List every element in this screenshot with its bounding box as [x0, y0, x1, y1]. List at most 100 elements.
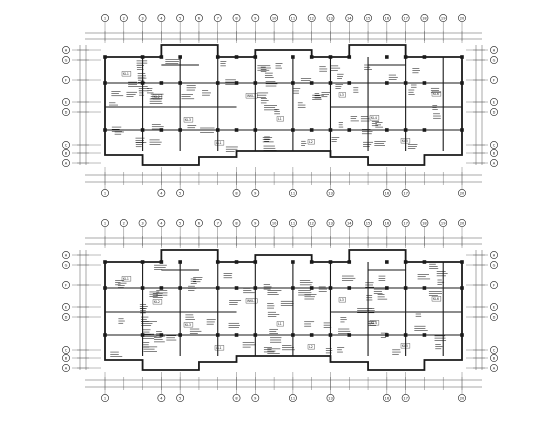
axis-label-left: E: [65, 306, 68, 310]
axis-bubble-top: [119, 219, 128, 227]
axis-label-right: F: [493, 284, 495, 288]
axis-label-left: H: [65, 254, 68, 258]
structural-column: [215, 81, 220, 85]
axis-label-top: 14: [347, 222, 352, 226]
structural-column: [385, 128, 389, 132]
axis-bubble-top: [232, 219, 241, 227]
axis-bubble-top: [458, 219, 466, 227]
axis-label-top: 19: [441, 222, 446, 226]
axis-label-left: A: [65, 162, 68, 166]
structural-column: [140, 286, 145, 290]
structural-column: [140, 260, 145, 264]
beam-tag-frame: [183, 117, 194, 123]
beam-tag: KL3: [185, 118, 191, 122]
axis-label-top: 5: [179, 222, 181, 226]
axis-bubble-left: [62, 313, 70, 321]
structural-column: [309, 260, 314, 264]
axis-label-left: H: [65, 49, 68, 53]
axis-bubble-top: [364, 14, 372, 22]
structural-column: [328, 55, 333, 59]
axis-label-top: 20: [460, 17, 465, 21]
axis-bubble-bottom: [382, 189, 391, 197]
structural-column: [403, 286, 408, 290]
beam-tag: L2: [309, 140, 313, 144]
structural-column: [178, 286, 182, 290]
axis-label-top: 2: [123, 17, 125, 21]
axis-label-top: 13: [328, 222, 333, 226]
structural-column: [234, 260, 239, 264]
axis-label-top: 17: [403, 222, 408, 226]
axis-label-left: C: [65, 144, 68, 148]
axis-label-bottom: 16: [385, 192, 390, 196]
axis-bubble-right: [490, 354, 498, 362]
axis-label-left: D: [65, 316, 68, 320]
axis-label-bottom: 9: [254, 397, 257, 401]
structural-column: [422, 333, 427, 337]
beam-tag-frame: [245, 298, 258, 304]
axis-label-top: 18: [422, 17, 427, 21]
structural-column: [178, 128, 182, 132]
axis-bubble-left: [62, 76, 70, 84]
axis-bubble-left: [62, 149, 70, 157]
axis-label-top: 4: [160, 222, 163, 226]
axis-label-top: 6: [198, 17, 201, 21]
axis-bubble-top: [138, 219, 147, 227]
axis-label-bottom: 5: [179, 192, 181, 196]
axis-bubble-top: [326, 14, 335, 22]
axis-label-top: 10: [272, 222, 277, 226]
beam-tag-frame: [338, 92, 346, 98]
structural-column: [328, 81, 333, 85]
axis-label-top: 9: [254, 17, 257, 21]
beam-tag: LL1: [216, 141, 222, 145]
axis-label-left: D: [65, 111, 68, 115]
axis-label-bottom: 16: [385, 397, 390, 401]
structural-column: [103, 55, 107, 59]
axis-bubble-right: [490, 98, 498, 106]
structural-column: [215, 55, 220, 59]
beam-tag-frame: [276, 321, 284, 327]
axis-label-top: 9: [254, 222, 257, 226]
axis-label-right: G: [493, 264, 496, 268]
beam-tag-frame: [276, 116, 284, 122]
axis-bubble-top: [251, 219, 260, 227]
beam-tag-frame: [400, 343, 411, 349]
structural-column: [403, 55, 408, 59]
beam-tag-frame: [245, 93, 258, 99]
axis-bubble-left: [62, 346, 70, 354]
axis-label-top: 1: [104, 17, 106, 21]
axis-bubble-top: [420, 14, 429, 22]
axis-label-top: 6: [198, 222, 201, 226]
axis-label-right: C: [493, 144, 496, 148]
axis-label-top: 3: [141, 222, 143, 226]
structural-column: [403, 333, 408, 337]
structural-column: [460, 81, 464, 85]
axis-bubble-bottom: [251, 189, 260, 197]
structural-column: [253, 260, 258, 264]
structural-column: [347, 333, 352, 337]
structural-column: [422, 128, 427, 132]
structural-column: [253, 55, 258, 59]
axis-label-left: F: [65, 79, 67, 83]
axis-label-top: 11: [291, 222, 296, 226]
axis-bubble-top: [101, 219, 109, 227]
structural-column: [422, 260, 427, 264]
axis-label-bottom: 1: [104, 397, 106, 401]
axis-bubble-top: [195, 219, 203, 227]
axis-label-top: 2: [123, 222, 125, 226]
axis-label-top: 18: [422, 222, 427, 226]
beam-tag: WKL1: [247, 94, 256, 98]
axis-bubble-bottom: [176, 394, 185, 402]
axis-bubble-top: [439, 14, 448, 22]
structural-column: [347, 260, 352, 264]
axis-bubble-right: [490, 364, 498, 372]
axis-label-right: D: [493, 316, 496, 320]
beam-tag-frame: [369, 320, 380, 326]
axis-bubble-bottom: [232, 189, 241, 197]
beam-tag: LL1: [216, 346, 222, 350]
axis-bubble-right: [490, 141, 498, 149]
structural-column: [103, 260, 107, 264]
axis-label-top: 3: [141, 17, 143, 21]
structural-column: [140, 333, 145, 337]
